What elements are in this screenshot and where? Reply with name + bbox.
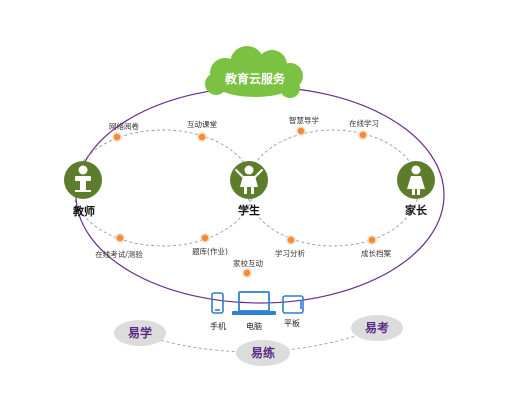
cloud-title: 教育云服务 <box>224 71 286 86</box>
device-label-computer: 电脑 <box>246 321 262 331</box>
node-smart-tutoring <box>296 126 306 136</box>
label-smart-tutoring: 智慧导学 <box>289 115 319 125</box>
mode-easy-learn-label: 易学 <box>128 325 152 340</box>
label-online-exam: 在线考试/测验 <box>95 249 143 259</box>
role-teacher: 教师 <box>72 204 95 218</box>
cloud-shape <box>205 46 303 98</box>
mode-easy-practice-label: 易练 <box>251 345 275 360</box>
parent-icon <box>397 161 435 199</box>
node-online-learning <box>358 130 368 140</box>
node-home-school <box>242 268 252 278</box>
teacher-icon <box>64 161 102 199</box>
label-growth-archive: 成长档案 <box>361 248 391 258</box>
node-online-reading <box>112 132 122 142</box>
service-nodes <box>112 126 377 278</box>
student-icon <box>230 161 268 199</box>
node-online-exam <box>115 233 125 243</box>
device-label-tablet: 平板 <box>284 318 300 328</box>
student-parent-loop <box>246 129 420 247</box>
label-question-bank: 题库(作业) <box>192 246 228 256</box>
mode-easy-exam-label: 易考 <box>365 320 389 335</box>
label-online-learning: 在线学习 <box>349 118 379 128</box>
label-online-reading: 网络阅卷 <box>109 121 139 131</box>
role-parent: 家长 <box>405 203 428 217</box>
modes-dashed-arc <box>139 328 379 353</box>
node-learning-analysis <box>286 235 296 245</box>
phone-icon <box>211 292 224 314</box>
mode-easy-practice: 易练 <box>236 340 290 366</box>
cloud-icon <box>205 46 303 98</box>
computer-icon <box>232 291 276 315</box>
mode-easy-exam: 易考 <box>351 315 403 341</box>
mode-easy-learn: 易学 <box>114 320 166 346</box>
tablet-icon <box>282 295 304 314</box>
node-interactive-class <box>197 132 207 142</box>
label-home-school: 家校互动 <box>233 258 263 268</box>
role-student: 学生 <box>238 203 260 217</box>
node-growth-archive <box>367 235 377 245</box>
device-label-phone: 手机 <box>210 321 226 331</box>
node-question-bank <box>200 233 210 243</box>
label-interactive-class: 互动课堂 <box>187 119 217 129</box>
label-learning-analysis: 学习分析 <box>275 248 305 258</box>
